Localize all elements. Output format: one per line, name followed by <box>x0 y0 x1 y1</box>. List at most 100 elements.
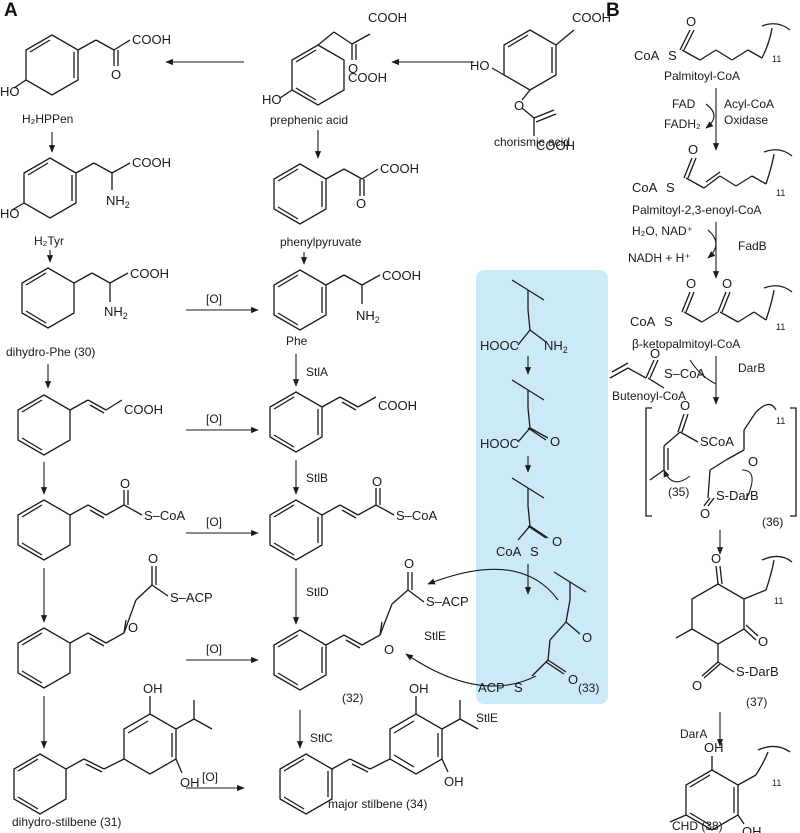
major-stilbene-label: major stilbene (34) <box>328 797 427 811</box>
svg-text:S: S <box>664 314 673 329</box>
svg-text:11: 11 <box>774 596 783 606</box>
svg-text:O: O <box>372 474 382 489</box>
svg-text:OH: OH <box>444 774 464 789</box>
compound-32-label: (32) <box>342 691 363 705</box>
stla-label: StlA <box>306 365 328 379</box>
phe-structure: COOH NH2 <box>273 268 421 331</box>
leucine-structure: HOOC NH2 <box>480 279 568 355</box>
ketopalmitoyl-coa-label: β-ketopalmitoyl-CoA <box>632 337 740 351</box>
svg-text:O: O <box>582 630 592 645</box>
svg-text:HOOC: HOOC <box>480 338 519 353</box>
svg-text:COOH: COOH <box>378 398 417 413</box>
svg-text:COOH: COOH <box>380 161 419 176</box>
stld-label: StlD <box>306 585 329 599</box>
svg-text:ACP: ACP <box>478 680 505 695</box>
h2tyr-label: H₂Tyr <box>34 234 64 248</box>
svg-text:O: O <box>692 678 702 693</box>
svg-text:O: O <box>686 14 696 29</box>
palmitoyl-coa-label: Palmitoyl-CoA <box>664 69 740 83</box>
h2hppen-structure: COOH O HO <box>0 32 171 99</box>
ketopalmitoyl-coa-structure: O O CoA S 11 <box>630 276 793 332</box>
panel-label-b: B <box>606 0 620 21</box>
svg-text:S–CoA: S–CoA <box>396 508 438 523</box>
svg-text:COOH: COOH <box>124 402 163 417</box>
oxidase-label: Oxidase <box>724 113 768 127</box>
oxidation-label-4: [O] <box>206 642 222 656</box>
stle-label-1: StlE <box>424 629 446 643</box>
svg-text:COOH: COOH <box>130 266 169 281</box>
compound-36-label: (36) <box>762 515 783 529</box>
dihydro-stilbene-label: dihydro-stilbene (31) <box>12 815 121 829</box>
svg-text:O: O <box>758 634 768 649</box>
svg-text:COOH: COOH <box>368 10 407 25</box>
dihydro-stilbene-structure: OH OH <box>13 681 213 815</box>
oxidation-label-2: [O] <box>206 412 222 426</box>
svg-text:OH: OH <box>143 681 163 696</box>
fad-cofactor-arrow <box>705 103 715 129</box>
svg-text:NH2: NH2 <box>106 193 130 210</box>
nad-cofactor-arrow <box>707 229 717 259</box>
phe-label: Phe <box>286 334 308 348</box>
fadb-label: FadB <box>738 239 767 253</box>
svg-text:S: S <box>668 48 677 63</box>
svg-text:COOH: COOH <box>382 268 421 283</box>
svg-text:11: 11 <box>772 778 781 788</box>
svg-text:O: O <box>722 276 732 291</box>
butenoyl-coa-structure: O S–CoA <box>609 346 706 389</box>
stle-label-2: StlE <box>476 711 498 725</box>
stlb-label: StlB <box>306 471 328 485</box>
compound-37-label: (37) <box>746 695 767 709</box>
svg-text:O: O <box>128 620 138 635</box>
chorismic-acid-label: chorismic acid <box>494 135 570 149</box>
svg-text:CoA: CoA <box>634 48 660 63</box>
svg-text:CoA: CoA <box>630 314 656 329</box>
svg-text:O: O <box>650 346 660 361</box>
svg-text:COOH: COOH <box>572 10 611 25</box>
stlc-label: StlC <box>310 731 333 745</box>
oxidation-label-1: [O] <box>206 292 222 306</box>
svg-text:S: S <box>514 680 523 695</box>
svg-text:S-DarB: S-DarB <box>736 664 779 679</box>
svg-text:COOH: COOH <box>348 70 387 85</box>
svg-text:COOH: COOH <box>536 138 575 153</box>
leucine-pathway-highlight <box>476 270 608 704</box>
compound-32-structure: O O S–ACP <box>273 556 469 691</box>
svg-text:11: 11 <box>776 416 785 426</box>
svg-text:O: O <box>514 98 524 113</box>
prephenic-acid-label: prephenic acid <box>270 113 348 127</box>
phenylpyruvate-label: phenylpyruvate <box>280 235 362 249</box>
svg-text:O: O <box>550 434 560 449</box>
svg-text:COOH: COOH <box>132 32 171 47</box>
svg-text:O: O <box>356 196 366 211</box>
isovaleryl-coa-structure: CoA S O <box>496 477 562 559</box>
svg-text:OH: OH <box>742 824 762 833</box>
compound-37-structure: O O O S-DarB 11 <box>675 551 793 693</box>
svg-text:S: S <box>530 544 539 559</box>
panel-label-a: A <box>4 0 18 21</box>
svg-text:O: O <box>700 506 710 521</box>
cinnamic-acid-structure: COOH <box>269 391 417 453</box>
chd-label: CHD (38) <box>672 819 723 833</box>
svg-text:OH: OH <box>180 775 200 790</box>
nadh-label: NADH + H⁺ <box>628 251 691 265</box>
svg-text:HO: HO <box>470 58 490 73</box>
oxidation-label-5: [O] <box>202 770 218 784</box>
svg-text:11: 11 <box>772 54 781 64</box>
h2hppen-label: H₂HPPen <box>22 112 73 126</box>
svg-text:COOH: COOH <box>132 155 171 170</box>
svg-text:NH2: NH2 <box>356 308 380 325</box>
svg-text:11: 11 <box>776 322 785 332</box>
svg-text:S–ACP: S–ACP <box>426 594 469 609</box>
reaction-arrows <box>40 58 724 792</box>
svg-text:S–ACP: S–ACP <box>170 590 213 605</box>
svg-text:S–CoA: S–CoA <box>144 508 186 523</box>
fadh2-label: FADH₂ <box>664 117 701 131</box>
svg-text:HO: HO <box>0 84 20 99</box>
h2tyr-structure: COOH NH2 HO <box>0 155 171 221</box>
svg-text:O: O <box>711 551 721 566</box>
cinnamoyl-coa-structure: O S–CoA <box>269 474 438 561</box>
svg-text:NH2: NH2 <box>104 304 128 321</box>
svg-text:O: O <box>680 398 690 413</box>
compound-35-label: (35) <box>668 485 689 499</box>
